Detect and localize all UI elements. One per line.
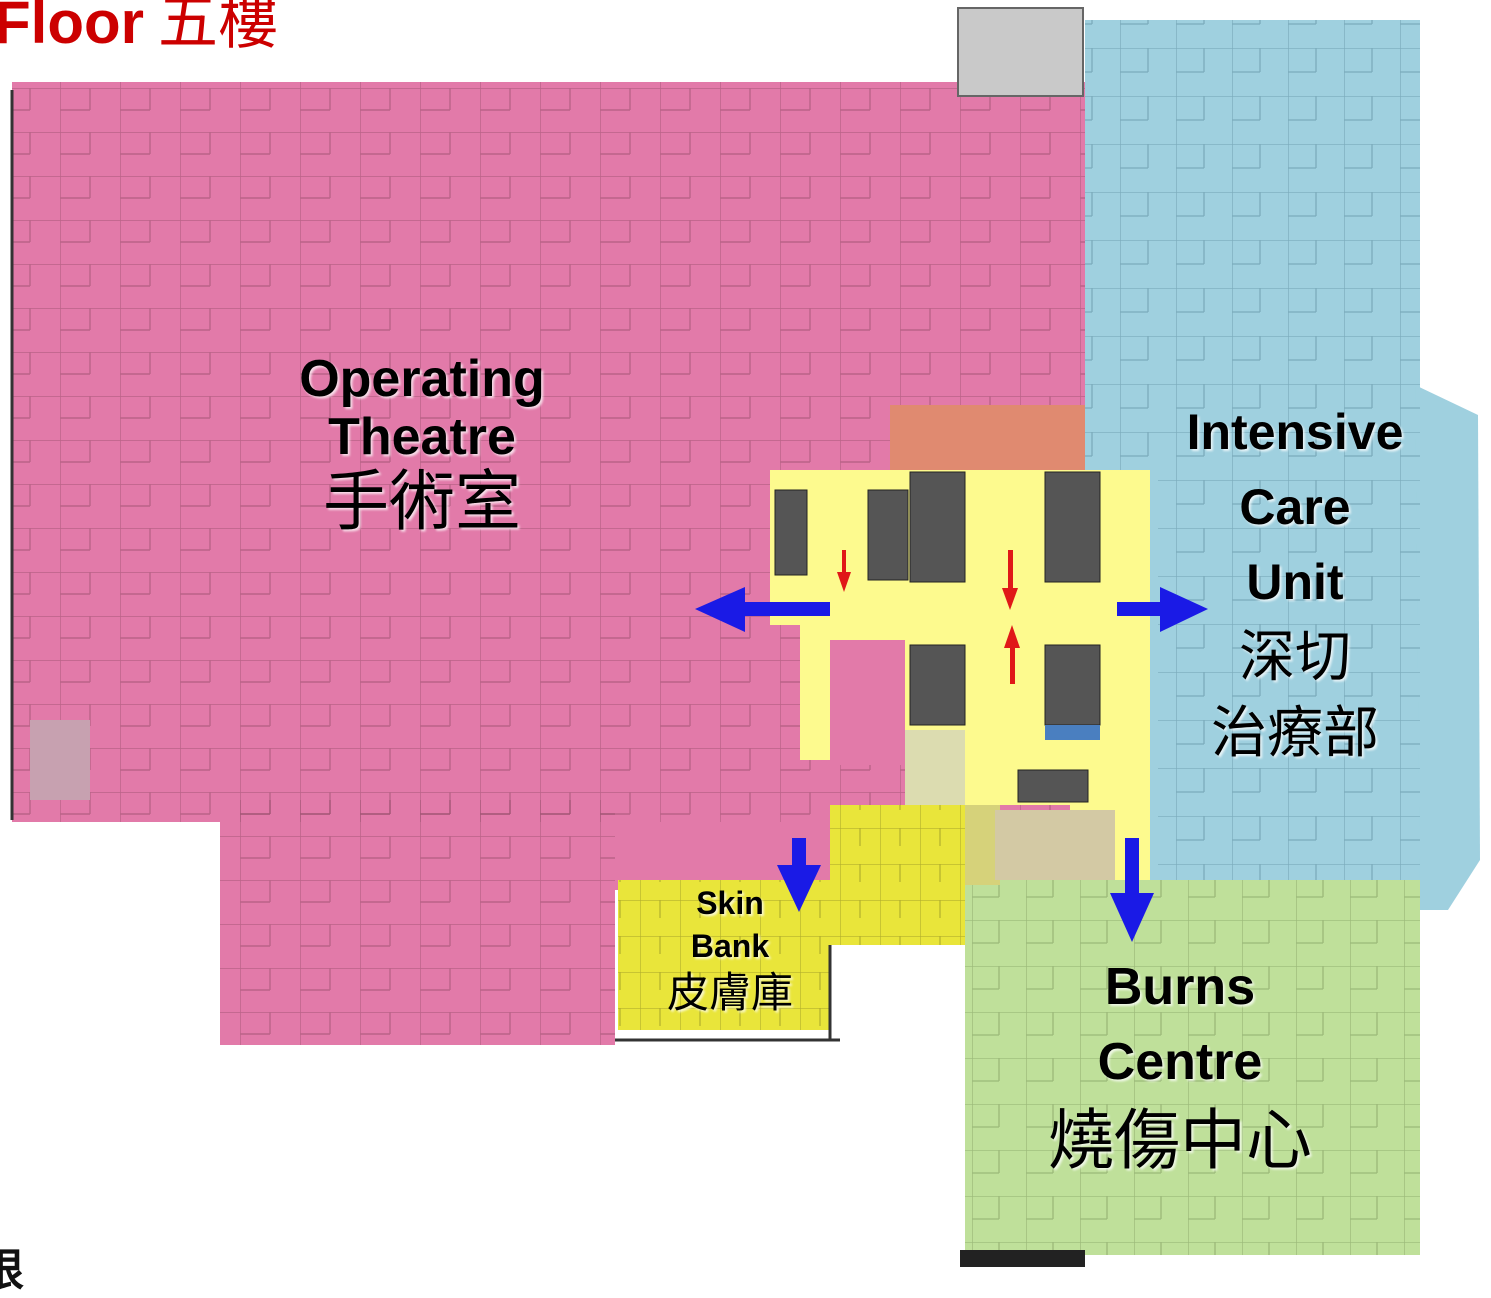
intensive-care-label-en-2: Care (1239, 479, 1351, 535)
intensive-care-label: Intensive Care Unit 深切 治療部 (1150, 395, 1440, 771)
burns-centre-label-zh: 燒傷中心 (1048, 1101, 1312, 1179)
lift-lobby-zone (770, 470, 1150, 880)
skin-bank-zone (618, 805, 1115, 1030)
floor-plan-map (10, 7, 1480, 1267)
stair-core-top (957, 7, 1084, 97)
operating-theatre-label-en-2: Theatre (328, 408, 516, 467)
skin-bank-label: Skin Bank 皮膚庫 (640, 882, 820, 1019)
floor-title-zh: 五樓 (157, 0, 278, 58)
burns-centre-label-en-2: Centre (1097, 1033, 1263, 1092)
lift-arrow-1 (837, 550, 851, 592)
operating-theatre-label-zh: 手術室 (323, 463, 521, 541)
floor-title-en: Floor (0, 0, 144, 56)
intensive-care-label-zh-2: 治療部 (1211, 700, 1379, 766)
operating-theatre-zone (12, 82, 1115, 1045)
burns-centre-zone (960, 880, 1420, 1267)
exit-arrow-west (695, 587, 830, 632)
outer-walls (10, 90, 840, 1042)
burns-centre-label-en-1: Burns (1104, 958, 1256, 1016)
intensive-care-label-zh-1: 深切 (1239, 625, 1351, 690)
exit-arrow-south-skin-bank (777, 838, 821, 912)
operating-theatre-label-en-1: Operating (299, 350, 545, 408)
lift-arrow-2 (1002, 550, 1018, 610)
intensive-care-label-en-1: Intensive (1186, 404, 1404, 460)
burns-centre-label: Burns Centre 燒傷中心 (1020, 950, 1340, 1180)
intensive-care-label-en-3: Unit (1246, 554, 1344, 610)
skin-bank-label-en-2: Bank (690, 928, 770, 965)
skin-bank-label-en-1: Skin (696, 885, 764, 921)
lift-arrow-3 (1004, 625, 1020, 684)
exit-arrow-south-burns (1110, 838, 1154, 942)
exit-arrow-east (1117, 587, 1208, 632)
operating-theatre-label: Operating Theatre 手術室 (262, 350, 582, 539)
bottom-note: 根 (0, 1245, 24, 1296)
skin-bank-label-zh: 皮膚庫 (666, 968, 793, 1018)
